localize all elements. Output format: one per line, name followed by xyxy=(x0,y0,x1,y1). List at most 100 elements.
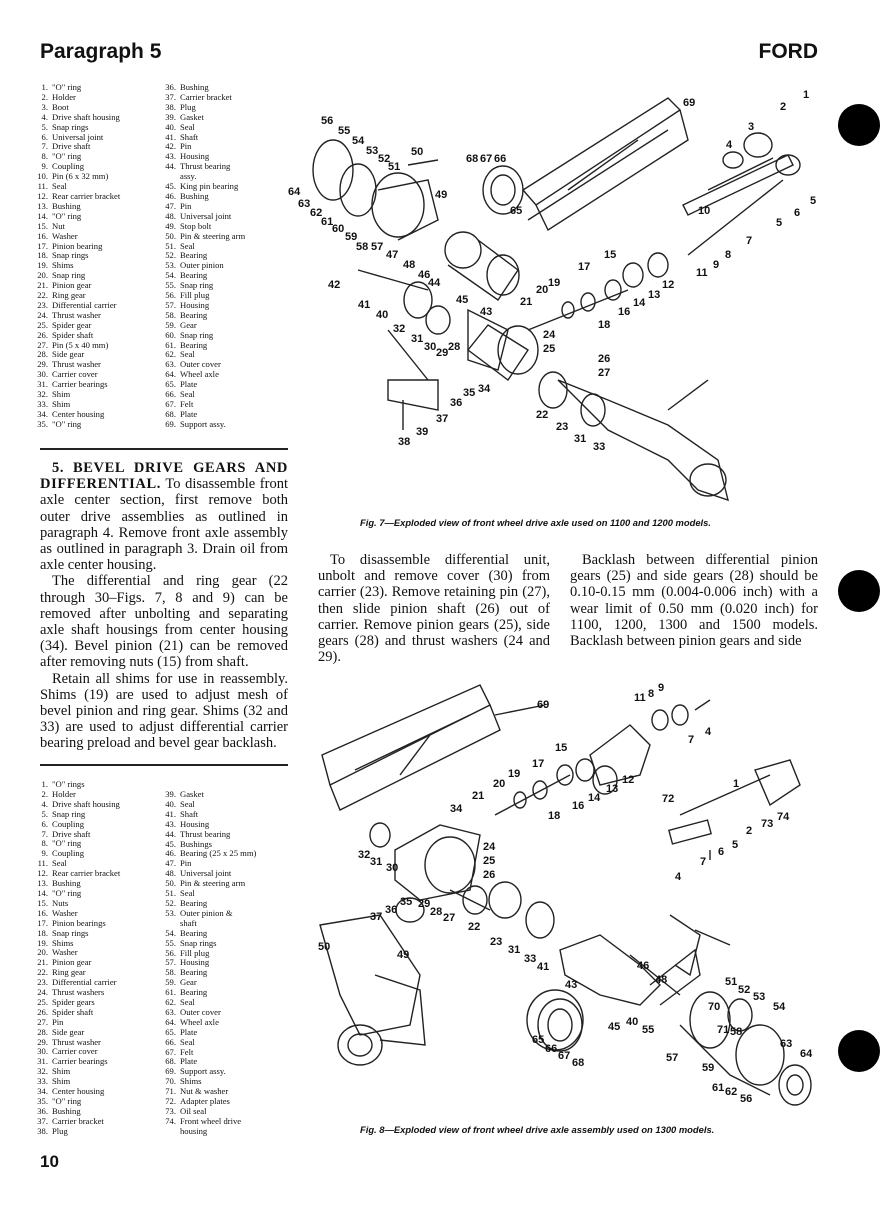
part-name: "O" ring xyxy=(52,82,82,92)
svg-text:37: 37 xyxy=(436,413,448,425)
part-number: 15. xyxy=(37,220,48,231)
part-name: Gasket xyxy=(180,111,204,122)
svg-text:58: 58 xyxy=(356,241,368,253)
parts-list-item: 69.Support assy. xyxy=(160,1066,256,1077)
svg-text:51: 51 xyxy=(388,161,400,173)
svg-text:53: 53 xyxy=(753,991,765,1003)
svg-text:50: 50 xyxy=(411,146,423,158)
svg-text:27: 27 xyxy=(598,367,610,379)
part-name: Seal xyxy=(180,888,195,899)
parts-list-item: 70.Shims xyxy=(160,1076,256,1087)
svg-text:67: 67 xyxy=(558,1050,570,1062)
parts-list-item: 15.Nuts xyxy=(32,898,120,909)
part-name: assy. xyxy=(180,171,197,182)
part-name: shaft xyxy=(180,917,197,928)
svg-text:40: 40 xyxy=(376,309,388,321)
svg-text:62: 62 xyxy=(725,1086,737,1098)
parts-list-item: 60.Snap ring xyxy=(160,329,245,341)
svg-text:43: 43 xyxy=(480,306,492,318)
parts-list-item: 20.Snap ring xyxy=(32,270,120,281)
part-name: Outer pinion xyxy=(180,260,224,271)
part-name: Differential carrier xyxy=(52,299,117,310)
part-name: Seal xyxy=(180,240,195,251)
part-number: 46. xyxy=(165,848,176,859)
part-name: Gear xyxy=(180,319,197,330)
svg-text:8: 8 xyxy=(725,249,731,261)
svg-text:4: 4 xyxy=(675,871,682,883)
part-number: 5. xyxy=(41,121,48,132)
parts-list-item: 40.Seal xyxy=(160,122,245,133)
svg-text:12: 12 xyxy=(622,774,634,786)
svg-text:24: 24 xyxy=(543,329,556,341)
part-name: Housing xyxy=(180,818,210,829)
part-name: Pin (6 x 32 mm) xyxy=(52,171,109,182)
parts-list-item: 12.Rear carrier bracket xyxy=(32,868,120,879)
part-number: 68. xyxy=(165,408,176,419)
part-name: Thrust bearing xyxy=(180,828,231,839)
part-name: Seal xyxy=(180,997,195,1008)
part-name: Outer cover xyxy=(180,359,221,370)
part-name: "O" ring xyxy=(52,210,82,221)
part-name: Seal xyxy=(180,1036,195,1047)
svg-text:18: 18 xyxy=(548,810,560,822)
part-name: Side gear xyxy=(52,1026,85,1037)
parts-list-item: 36.Bushing xyxy=(32,1106,120,1117)
part-number: 59. xyxy=(165,319,176,330)
part-number: 7. xyxy=(41,828,48,839)
svg-text:20: 20 xyxy=(493,778,505,790)
svg-text:53: 53 xyxy=(366,145,378,157)
svg-text:32: 32 xyxy=(358,849,370,861)
part-name: Bearing xyxy=(180,967,208,978)
part-number: 51. xyxy=(165,888,176,899)
parts-list-item: 58. Bearing xyxy=(160,967,256,978)
part-number: 13. xyxy=(37,878,48,889)
section-5-paragraph-3: Retain all shims for use in reassembly. … xyxy=(40,670,288,752)
svg-text:7: 7 xyxy=(700,856,706,868)
part-name: Snap ring xyxy=(180,329,214,340)
parts-list-item: 38.Plug xyxy=(32,1126,120,1137)
parts-list-item: 28.Side gear xyxy=(32,350,120,360)
parts-list-item: 33.Shim xyxy=(32,399,120,410)
parts-list-item: housing xyxy=(160,1126,256,1137)
svg-text:68: 68 xyxy=(572,1057,584,1069)
parts-list-item: 30.Carrier cover xyxy=(32,369,120,380)
part-number: 25. xyxy=(37,996,48,1007)
parts-list-item: 28.Side gear xyxy=(32,1026,120,1038)
part-number: 12. xyxy=(37,868,48,879)
part-name: Adapter plates xyxy=(180,1096,230,1107)
part-name: Shim xyxy=(52,399,71,409)
svg-text:21: 21 xyxy=(520,296,532,308)
part-number: 17. xyxy=(37,240,48,251)
parts-list-item: 42.Pin xyxy=(160,141,245,152)
parts-list-item: 68.Plate xyxy=(160,1057,256,1067)
parts-list-item: 4.Drive shaft housing xyxy=(32,112,120,123)
part-number: 14. xyxy=(37,210,48,221)
part-name: Fill plug xyxy=(180,290,210,301)
svg-text:24: 24 xyxy=(483,841,496,853)
svg-text:45: 45 xyxy=(456,294,468,306)
svg-text:3: 3 xyxy=(748,121,754,133)
svg-text:74: 74 xyxy=(777,811,790,823)
part-number: 63. xyxy=(165,359,176,370)
svg-text:66: 66 xyxy=(494,153,506,165)
part-name: Drive shaft housing xyxy=(52,798,120,809)
part-name: Snap ring xyxy=(52,808,86,819)
part-name: Spider gear xyxy=(52,319,92,330)
part-number: 37. xyxy=(37,1115,48,1126)
parts-list-item: 20.Washer xyxy=(32,947,120,958)
part-number: 51. xyxy=(165,240,176,251)
parts-list-item: 55.Snap rings xyxy=(160,938,256,949)
part-number: 70. xyxy=(165,1076,176,1087)
parts-list-item: 51. Seal xyxy=(160,240,245,252)
part-number: 20. xyxy=(37,270,48,281)
part-number: 65. xyxy=(165,1026,176,1037)
parts-list-item: 1."O" ring xyxy=(32,82,120,93)
part-number: 58. xyxy=(165,967,176,978)
part-number: 21. xyxy=(37,957,48,968)
part-number: 62. xyxy=(165,997,176,1008)
part-number: 45. xyxy=(165,181,176,192)
part-number: 9. xyxy=(41,161,48,172)
section-heading: BEVEL DRIVE GEARS AND DIFFERENTIAL. xyxy=(40,460,288,493)
svg-text:39: 39 xyxy=(416,426,428,438)
part-name: Washer xyxy=(52,230,78,241)
